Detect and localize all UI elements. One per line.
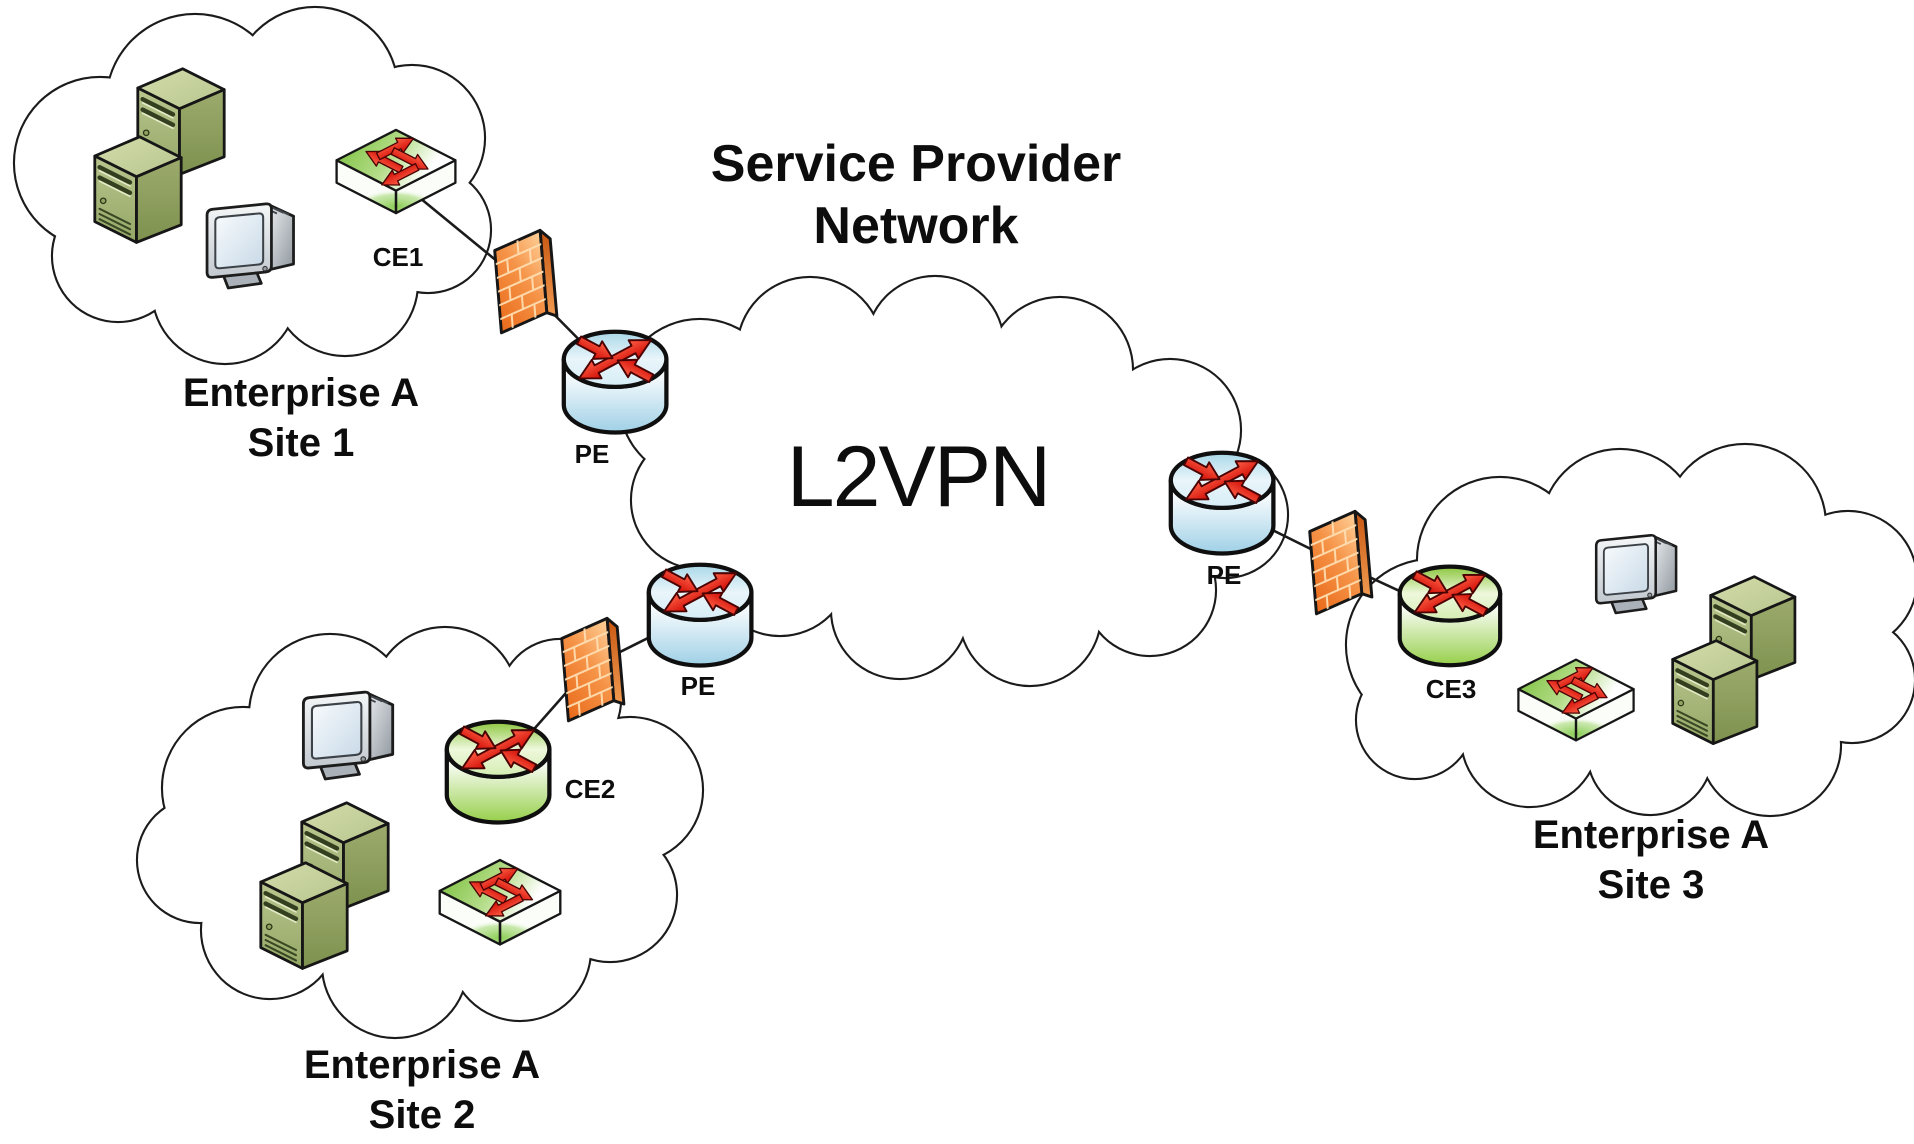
provider-cloud — [617, 274, 1290, 688]
server-icon — [1673, 641, 1757, 744]
ce2-router-icon — [447, 721, 550, 823]
firewall-icon — [495, 230, 557, 332]
server-icon — [95, 137, 181, 243]
site1-label-line2: Site 1 — [248, 421, 355, 465]
provider-title-line2: Network — [813, 197, 1018, 255]
provider-title-line1: Service Provider — [711, 135, 1121, 193]
site3-label-line1: Enterprise A — [1533, 813, 1769, 857]
site2-label-line2: Site 2 — [369, 1093, 476, 1137]
pe3-label: PE — [1207, 560, 1242, 590]
pe1-label: PE — [575, 439, 610, 469]
labels: Service Provider Network L2VPN Enterpris… — [183, 135, 1769, 1137]
site1-label-line1: Enterprise A — [183, 371, 419, 415]
pe2-label: PE — [681, 671, 716, 701]
core-label: L2VPN — [787, 429, 1050, 525]
pe2-router-icon — [649, 564, 752, 666]
site2-label-line1: Enterprise A — [304, 1043, 540, 1087]
ce1-label: CE1 — [373, 242, 424, 272]
pe1-router-icon — [564, 331, 667, 433]
pe3-router-icon — [1171, 452, 1274, 554]
site3-label-line2: Site 3 — [1598, 863, 1705, 907]
ce2-label: CE2 — [565, 774, 616, 804]
ce3-router-icon — [1400, 566, 1500, 665]
server-icon — [261, 863, 347, 969]
ce3-label: CE3 — [1426, 674, 1477, 704]
